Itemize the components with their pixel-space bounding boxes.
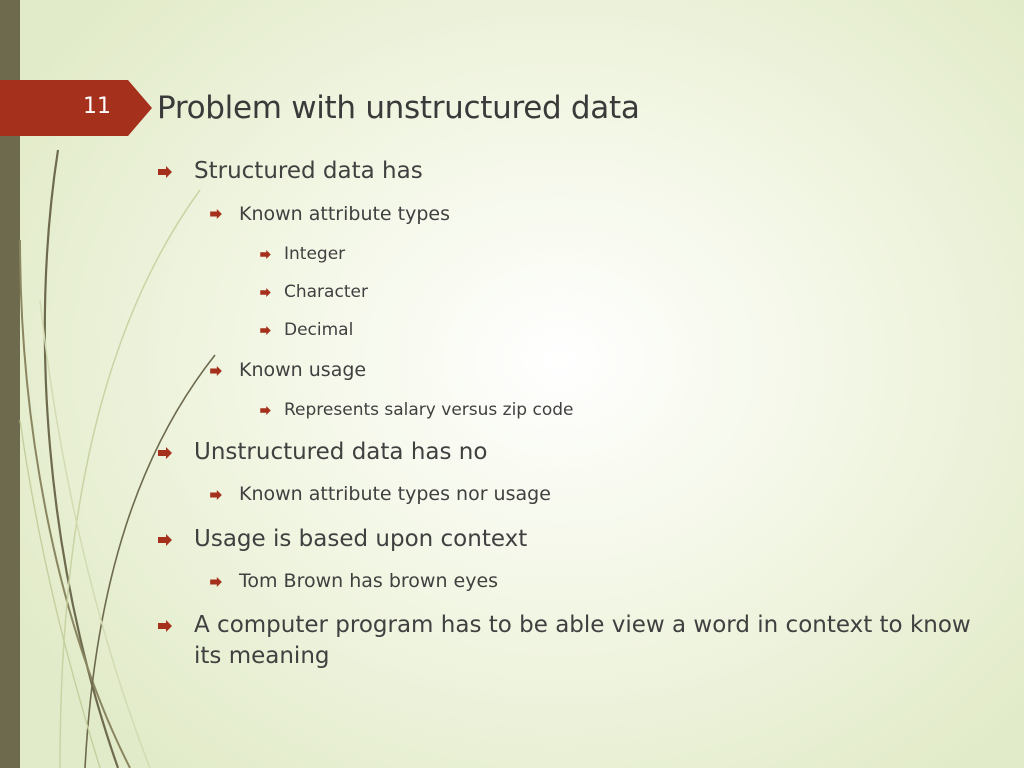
- slide-number: 11: [83, 94, 111, 119]
- arrow-bullet-icon: [210, 209, 222, 219]
- bullet-level3: Decimal: [284, 320, 354, 340]
- bullet-level3: Represents salary versus zip code: [284, 400, 574, 420]
- arrow-bullet-icon: [158, 166, 172, 178]
- left-side-bar: [0, 0, 20, 768]
- arrow-bullet-icon: [260, 288, 271, 297]
- bullet-level1: Usage is based upon context: [194, 526, 528, 552]
- arrow-bullet-icon: [260, 406, 271, 415]
- slide-number-badge: [0, 80, 152, 136]
- arrow-bullet-icon: [210, 490, 222, 500]
- arrow-bullet-icon: [260, 326, 271, 335]
- bullet-level1: A computer program has to be able view a…: [194, 612, 971, 669]
- bullet-level3: Integer: [284, 244, 346, 264]
- arrow-bullet-icon: [158, 620, 172, 632]
- arrow-bullet-icon: [158, 534, 172, 546]
- bullet-level1: Structured data has: [194, 158, 423, 184]
- arrow-bullet-icon: [260, 250, 271, 259]
- bullet-level2: Known attribute types: [239, 203, 451, 225]
- bullet-level3: Character: [284, 282, 368, 302]
- bullet-level2: Known usage: [239, 359, 367, 381]
- bullet-level2: Known attribute types nor usage: [239, 483, 551, 505]
- slide-title: Problem with unstructured data: [157, 90, 640, 126]
- bullet-level2: Tom Brown has brown eyes: [239, 570, 499, 592]
- arrow-bullet-icon: [158, 447, 172, 459]
- bullet-level1: Unstructured data has no: [194, 439, 488, 465]
- arrow-bullet-icon: [210, 577, 222, 587]
- arrow-bullet-icon: [210, 366, 222, 376]
